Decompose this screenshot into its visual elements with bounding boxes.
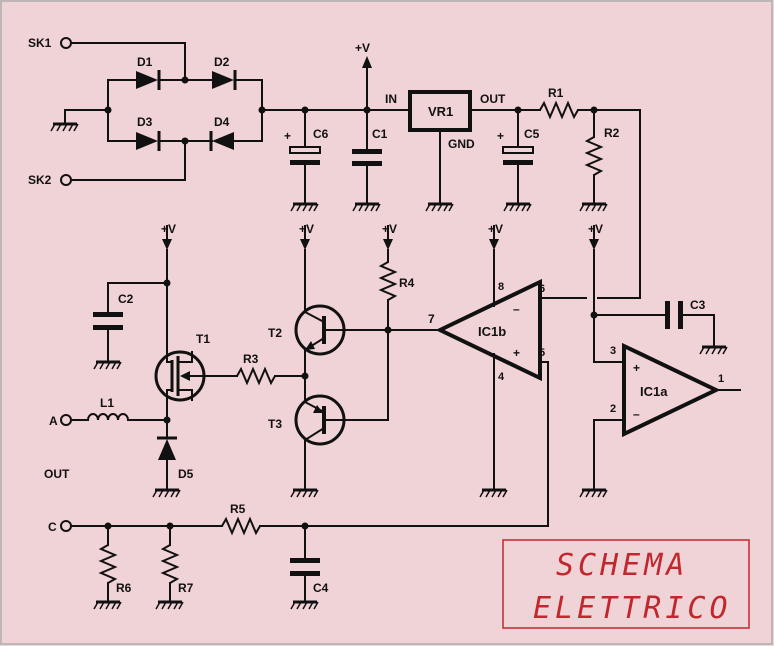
- c-terminal[interactable]: [60, 520, 72, 532]
- vr1-supply-label: +V: [355, 41, 370, 55]
- r7-label: R7: [178, 581, 194, 595]
- vr1-in-label: IN: [385, 92, 397, 106]
- d4-label: D4: [214, 115, 230, 129]
- d1-label: D1: [137, 55, 153, 69]
- sk2-label: SK2: [28, 173, 52, 187]
- ic1b-label: IC1b: [478, 324, 506, 339]
- t1-label: T1: [196, 332, 210, 346]
- ic1a-pin2: 2: [610, 403, 616, 415]
- d2-label: D2: [214, 55, 230, 69]
- ic1b-pin7: 7: [428, 312, 435, 326]
- title-line2: ELETTRICO: [533, 591, 732, 626]
- sk2-terminal[interactable]: [60, 174, 72, 186]
- ic1b-opamp: IC1b 7 – + +V 8 4 6 5: [428, 222, 587, 527]
- c4-label: C4: [313, 581, 329, 595]
- r4-label: R4: [399, 276, 415, 290]
- ic1a-minus: –: [633, 407, 640, 421]
- a-terminal[interactable]: [60, 414, 72, 426]
- ic1a-pin3: 3: [610, 345, 616, 357]
- c5-label: C5: [524, 127, 540, 141]
- vr1-label: VR1: [428, 104, 453, 119]
- bridge-rectifier: SK1 SK2 D1 D2 D3 D4: [28, 36, 371, 187]
- vr1-gnd-label: GND: [448, 137, 475, 151]
- ic1b-supply-label: +V: [488, 222, 503, 236]
- t1-supply-label: +V: [161, 222, 176, 236]
- ic1a-label: IC1a: [640, 384, 668, 399]
- r1-label: R1: [548, 86, 564, 100]
- power-supply: + C6 C1 +V VR1 IN OUT GND + C5 R1: [284, 41, 641, 299]
- sk1-label: SK1: [28, 36, 52, 50]
- c-label: C: [48, 520, 57, 534]
- c1-label: C1: [372, 127, 388, 141]
- ic1a-pin1: 1: [718, 373, 724, 385]
- d5-label: D5: [178, 467, 194, 481]
- r4-supply-label: +V: [382, 222, 397, 236]
- ic1b-plus: +: [513, 346, 520, 360]
- ic1b-pin8: 8: [498, 281, 504, 293]
- d3-label: D3: [137, 115, 153, 129]
- c5-plus: +: [497, 129, 504, 143]
- c6-plus: +: [284, 129, 291, 143]
- r5-label: R5: [230, 502, 246, 516]
- c-rail: C R5 R6 R7 C4: [48, 502, 549, 611]
- out-label: OUT: [44, 467, 70, 481]
- l1-label: L1: [100, 396, 114, 410]
- ic1a-plus: +: [633, 361, 640, 375]
- ic1a-supply-label: +V: [588, 222, 603, 236]
- a-label: A: [49, 414, 58, 428]
- t2-supply-label: +V: [299, 222, 314, 236]
- ic1b-pin4: 4: [498, 371, 505, 383]
- c3-label: C3: [690, 298, 706, 312]
- push-pull-stage: +V T2 T3 +V R4: [268, 222, 441, 499]
- r2-label: R2: [604, 126, 620, 140]
- ic1a-opamp: +V C3 IC1a + – 3 2 1: [578, 222, 741, 499]
- title-box: SCHEMA ELETTRICO: [502, 539, 750, 629]
- r6-label: R6: [116, 581, 132, 595]
- vr1-out-label: OUT: [480, 92, 506, 106]
- ic1b-pin5: 5: [539, 347, 545, 359]
- t3-label: T3: [268, 417, 282, 431]
- r3-label: R3: [243, 352, 259, 366]
- t2-label: T2: [268, 326, 282, 340]
- c6-label: C6: [313, 127, 329, 141]
- mosfet-stage: +V C2 T1 R3 A L1 D5 OUT: [44, 222, 306, 499]
- title-line1: SCHEMA: [556, 548, 688, 583]
- ic1b-pin6: 6: [539, 283, 545, 295]
- ic1b-minus: –: [513, 302, 520, 316]
- c2-label: C2: [118, 292, 134, 306]
- sk1-terminal[interactable]: [60, 37, 72, 49]
